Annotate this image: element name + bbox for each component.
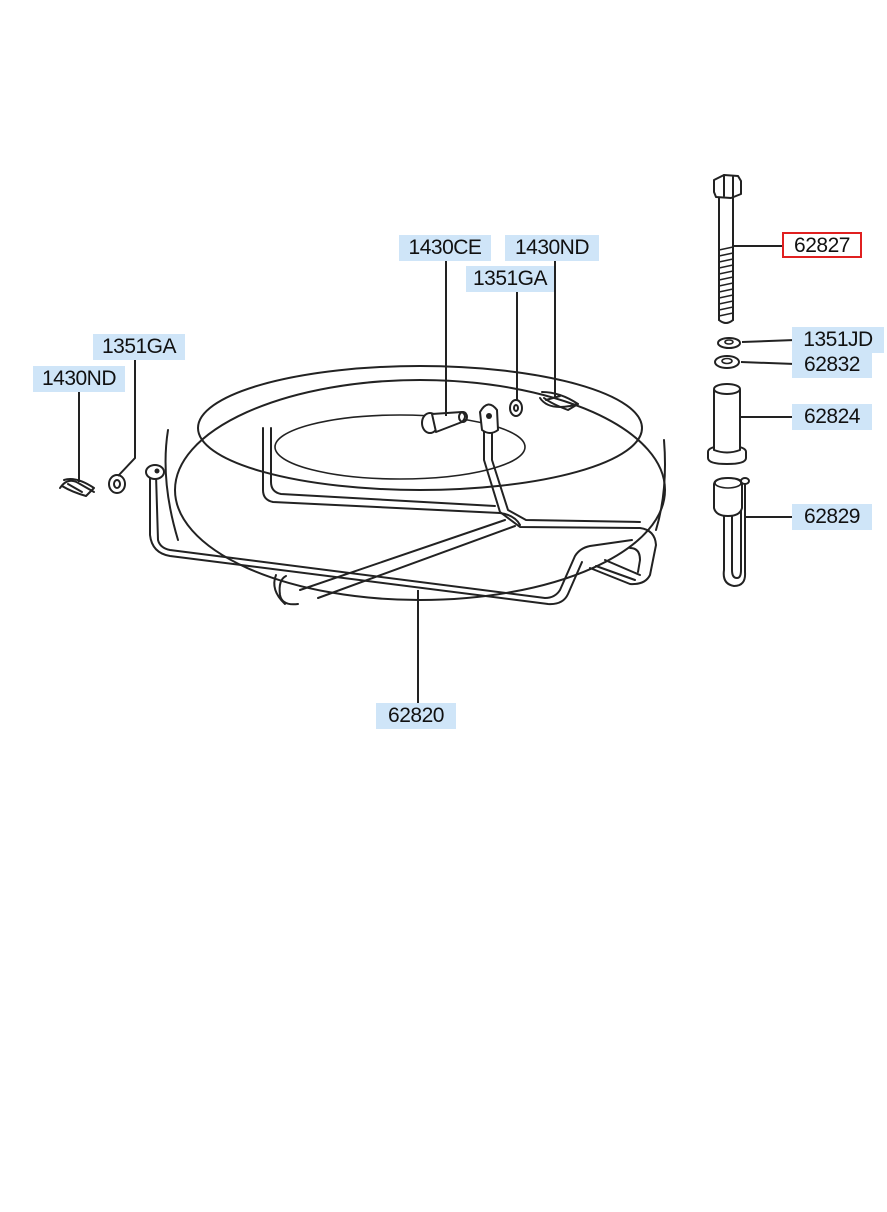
clip-1430nd-left: [59, 478, 95, 497]
leader-lines: [78, 245, 796, 703]
carrier-frame: [145, 403, 657, 606]
washer-1351ga-top: [509, 399, 523, 417]
spacer-62824: [707, 383, 747, 465]
part-label-1430nd-left[interactable]: 1430ND: [33, 366, 125, 392]
part-label-1351ga-left[interactable]: 1351GA: [93, 334, 185, 360]
part-label-1430ce[interactable]: 1430CE: [399, 235, 491, 261]
pin-1430ce: [421, 411, 468, 434]
part-label-62829[interactable]: 62829: [792, 504, 872, 530]
part-label-1351jd[interactable]: 1351JD: [792, 327, 884, 353]
hook-62829: [713, 477, 750, 587]
part-label-62824[interactable]: 62824: [792, 404, 872, 430]
bolt-62827: [713, 174, 742, 324]
part-label-62820[interactable]: 62820: [376, 703, 456, 729]
washer-62832: [714, 355, 740, 369]
part-label-62832[interactable]: 62832: [792, 352, 872, 378]
spare-tire: [160, 365, 666, 601]
washer-1351ga-left: [108, 474, 126, 494]
part-label-1430nd-top[interactable]: 1430ND: [505, 235, 599, 261]
clip-1430nd-top: [539, 391, 579, 411]
part-label-62827[interactable]: 62827: [782, 232, 862, 258]
part-label-1351ga-top[interactable]: 1351GA: [466, 266, 554, 292]
washer-1351jd: [717, 337, 741, 349]
